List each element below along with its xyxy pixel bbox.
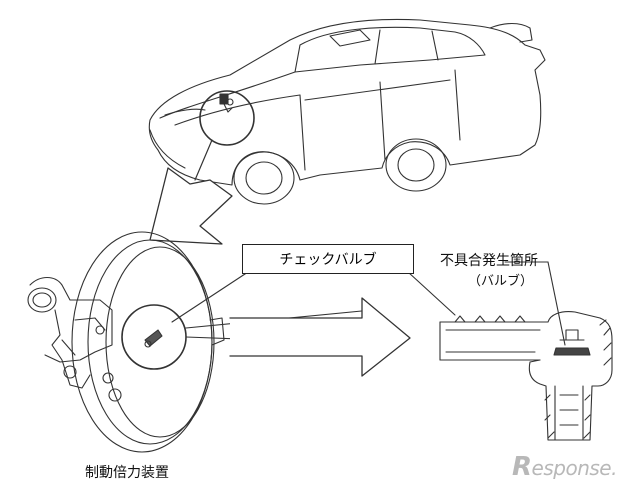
engine-bay-zoom-circle xyxy=(199,90,255,146)
car-illustration xyxy=(148,18,546,205)
check-valve-zoom-circle xyxy=(121,304,187,370)
callout-leader-left xyxy=(171,271,249,323)
response-watermark-logo: Response. xyxy=(512,452,617,482)
defect-leader xyxy=(547,261,566,346)
brake-booster-illustration xyxy=(27,231,225,453)
watermark-initial: R xyxy=(512,452,532,482)
watermark-text: esponse. xyxy=(531,456,618,480)
zoom-arrow-right xyxy=(229,297,411,377)
zoom-arrow-down xyxy=(149,167,233,245)
valve-cross-section xyxy=(439,311,613,441)
callout-leader-right xyxy=(407,271,456,316)
check-valve-callout: チェックバルブ xyxy=(242,244,414,274)
check-valve-label: チェックバルブ xyxy=(279,252,377,268)
brake-booster-caption: 制動倍力装置 xyxy=(85,465,169,481)
defect-location-sublabel: （バルブ） xyxy=(468,274,534,289)
defect-location-label: 不具合発生箇所 xyxy=(440,253,538,269)
